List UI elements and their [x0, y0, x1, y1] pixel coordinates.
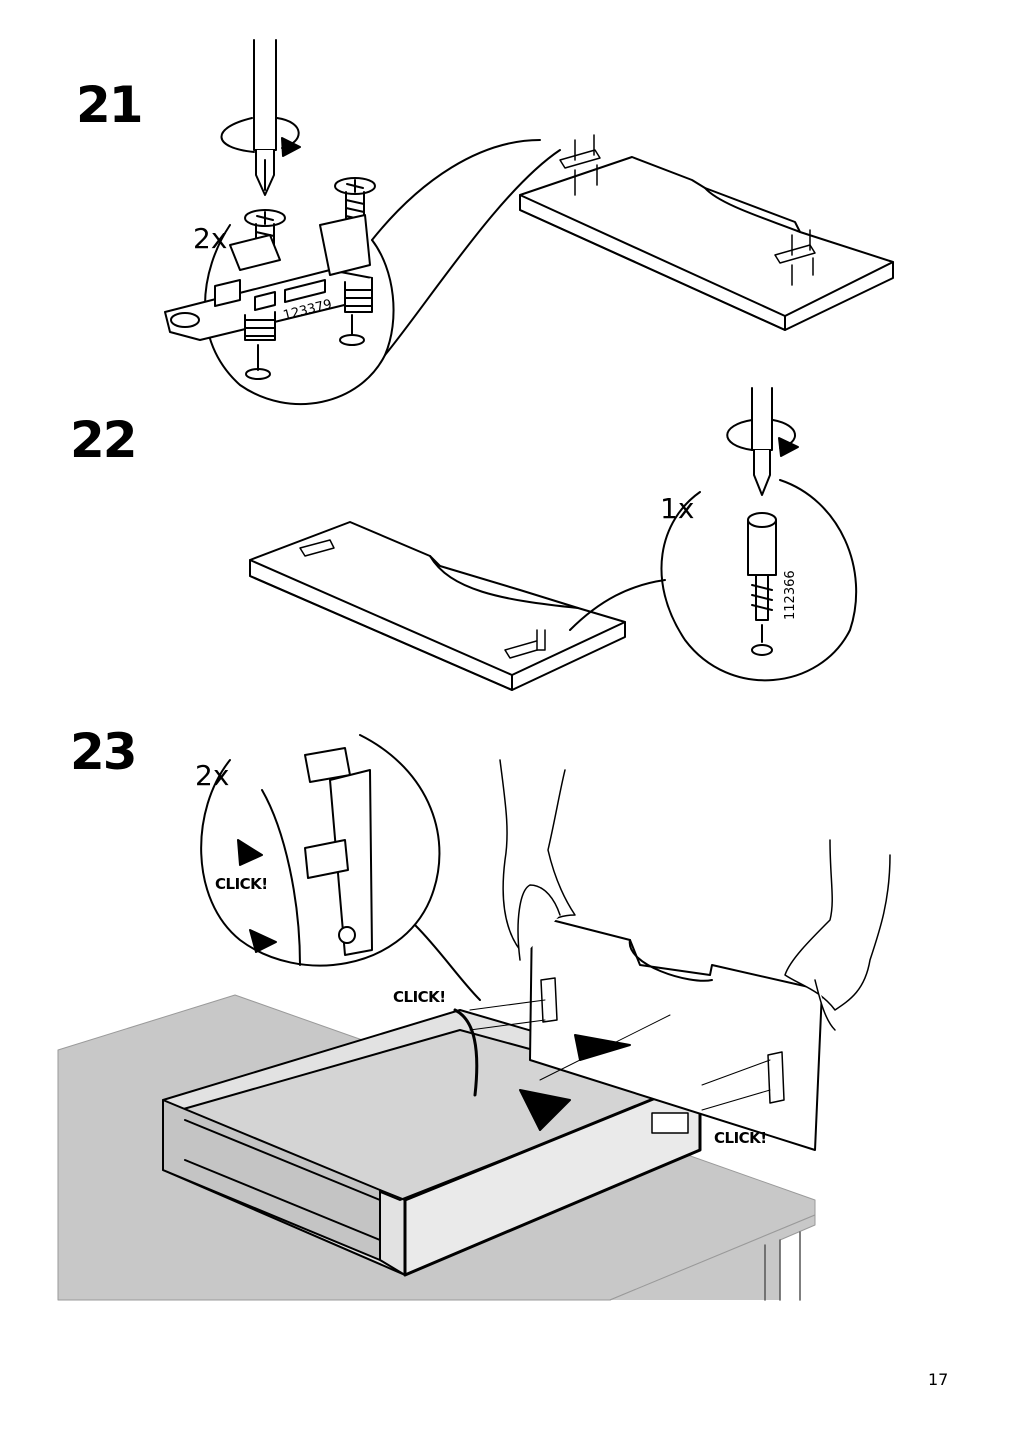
step23-detail-circle	[200, 734, 441, 967]
click-label-left: CLICK!	[393, 988, 446, 1006]
step21-rotate-arrow-icon	[220, 117, 301, 157]
hand-icon	[784, 839, 891, 1031]
hand-icon	[499, 759, 576, 961]
step-number-23: 23	[70, 723, 138, 781]
step23-callout-line	[414, 924, 481, 1001]
click-label-right: CLICK!	[714, 1129, 767, 1147]
step22-rotate-arrow-icon	[726, 419, 799, 457]
dowel-icon	[747, 512, 777, 656]
arrow-icon	[237, 839, 277, 953]
cam-bracket-icon	[559, 134, 816, 286]
page-number: 17	[928, 1370, 949, 1389]
step21-panel	[519, 134, 894, 331]
step22-panel	[249, 521, 626, 691]
drawer-back-panel	[529, 914, 823, 1151]
step21-screwdriver-icon	[253, 39, 277, 196]
quantity-label-23: 2x	[195, 759, 230, 792]
step-number-22: 22	[70, 411, 138, 469]
arrow-icon	[519, 1034, 631, 1131]
step-number-21: 21	[76, 76, 144, 134]
dowel-icon	[536, 629, 546, 651]
quantity-label-21: 2x	[193, 222, 228, 255]
cam-bracket-icon	[540, 977, 785, 1104]
cam-bracket-icon	[304, 747, 373, 956]
part-number-22: 112366	[783, 570, 798, 620]
step22-detail-circle	[660, 479, 858, 682]
step22-callout-line	[569, 579, 666, 631]
cam-bracket-icon	[164, 214, 373, 380]
cam-bracket-icon	[299, 539, 545, 659]
step21-callout-line	[371, 139, 561, 356]
quantity-label-22: 1x	[660, 492, 695, 525]
click-label-detail: CLICK!	[215, 875, 268, 893]
step22-screwdriver-icon	[751, 387, 773, 496]
